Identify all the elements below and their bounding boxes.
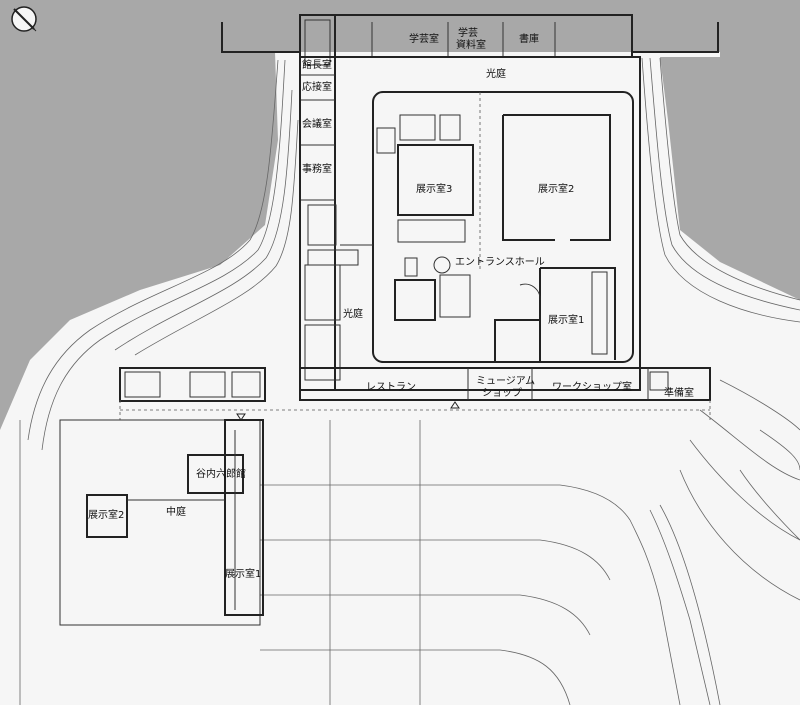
room-label-restaurant: レストラン xyxy=(366,381,416,393)
room-label-shop-1: ミュージアム xyxy=(476,375,535,387)
room-label-taniuchi: 谷内六郎館 xyxy=(196,467,246,480)
room-label-koutei-left: 光庭 xyxy=(343,307,363,320)
contours-east xyxy=(641,57,800,601)
room-label-shoko: 書庫 xyxy=(519,32,539,45)
room-label-gakugei: 学芸室 xyxy=(409,32,439,45)
terraces-south xyxy=(260,420,721,705)
room-label-shop-2: ショップ xyxy=(482,387,522,399)
room-label-junbi: 準備室 xyxy=(664,386,694,399)
room-label-osetsu: 応接室 xyxy=(302,80,332,93)
room-label-tenji2: 展示室2 xyxy=(538,182,574,195)
north-arrow-icon xyxy=(11,6,37,32)
room-label-shiryo-2: 資料室 xyxy=(456,38,486,51)
room-label-entrance: エントランスホール xyxy=(455,256,545,268)
room-label-tenji1: 展示室1 xyxy=(548,313,584,326)
room-label-koutei-top: 光庭 xyxy=(486,67,506,80)
room-label-annex-tenji2: 展示室2 xyxy=(88,508,124,521)
room-label-kancho: 館長室 xyxy=(302,58,332,71)
contours-west xyxy=(19,59,299,705)
annex xyxy=(59,419,264,626)
entrance-triangle-icon xyxy=(450,401,460,409)
site-ground xyxy=(0,52,800,705)
main-block xyxy=(299,56,641,391)
south-strip xyxy=(299,367,711,401)
corridor-west xyxy=(119,367,711,420)
room-label-annex-tenji1: 展示室1 xyxy=(225,567,261,580)
room-label-jimu: 事務室 xyxy=(302,162,332,175)
room-label-kaigi: 会議室 xyxy=(302,117,332,130)
room-label-nakaniwa: 中庭 xyxy=(166,505,186,518)
entrance-triangle-icon xyxy=(236,413,246,421)
room-label-shiryo-1: 学芸 xyxy=(458,26,478,39)
room-label-workshop: ワークショップ室 xyxy=(552,380,632,393)
room-label-tenji3: 展示室3 xyxy=(416,182,452,195)
